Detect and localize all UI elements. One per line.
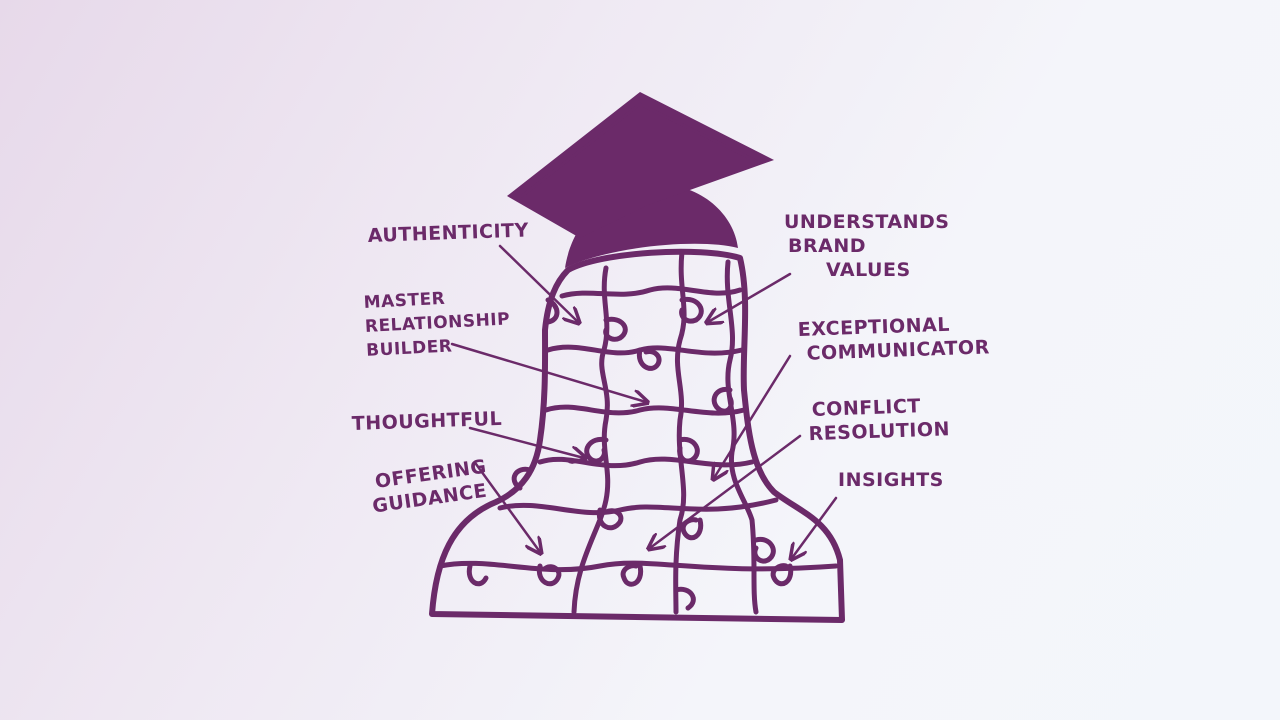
- arrow-offering-guidance: [474, 462, 540, 552]
- arrow-thoughtful: [468, 426, 584, 458]
- arrow-insights: [792, 496, 838, 558]
- label-understands-brand-values: UNDERSTANDS BRAND VALUES: [784, 211, 957, 281]
- label-arrows: [450, 244, 838, 558]
- mortarboard-cap-icon: [507, 92, 774, 268]
- silhouette-outline: [429, 248, 845, 623]
- label-master-relationship-builder: MASTER RELATIONSHIP BUILDER: [363, 285, 518, 361]
- arrow-authenticity: [498, 244, 578, 322]
- label-exceptional-communicator: EXCEPTIONAL COMMUNICATOR: [797, 312, 990, 365]
- arrow-understands-brand-values: [708, 272, 792, 322]
- label-thoughtful: THOUGHTFUL: [351, 408, 502, 435]
- arrow-master-relationship-builder: [450, 342, 646, 402]
- label-conflict-resolution: CONFLICT RESOLUTION: [807, 394, 950, 445]
- puzzle-pieces: [437, 249, 839, 615]
- arrow-conflict-resolution: [650, 434, 802, 548]
- trait-labels: AUTHENTICITY UNDERSTANDS BRAND VALUES MA…: [351, 211, 990, 518]
- label-insights: INSIGHTS: [838, 469, 944, 491]
- arrow-exceptional-communicator: [714, 354, 792, 478]
- label-authenticity: AUTHENTICITY: [367, 219, 529, 247]
